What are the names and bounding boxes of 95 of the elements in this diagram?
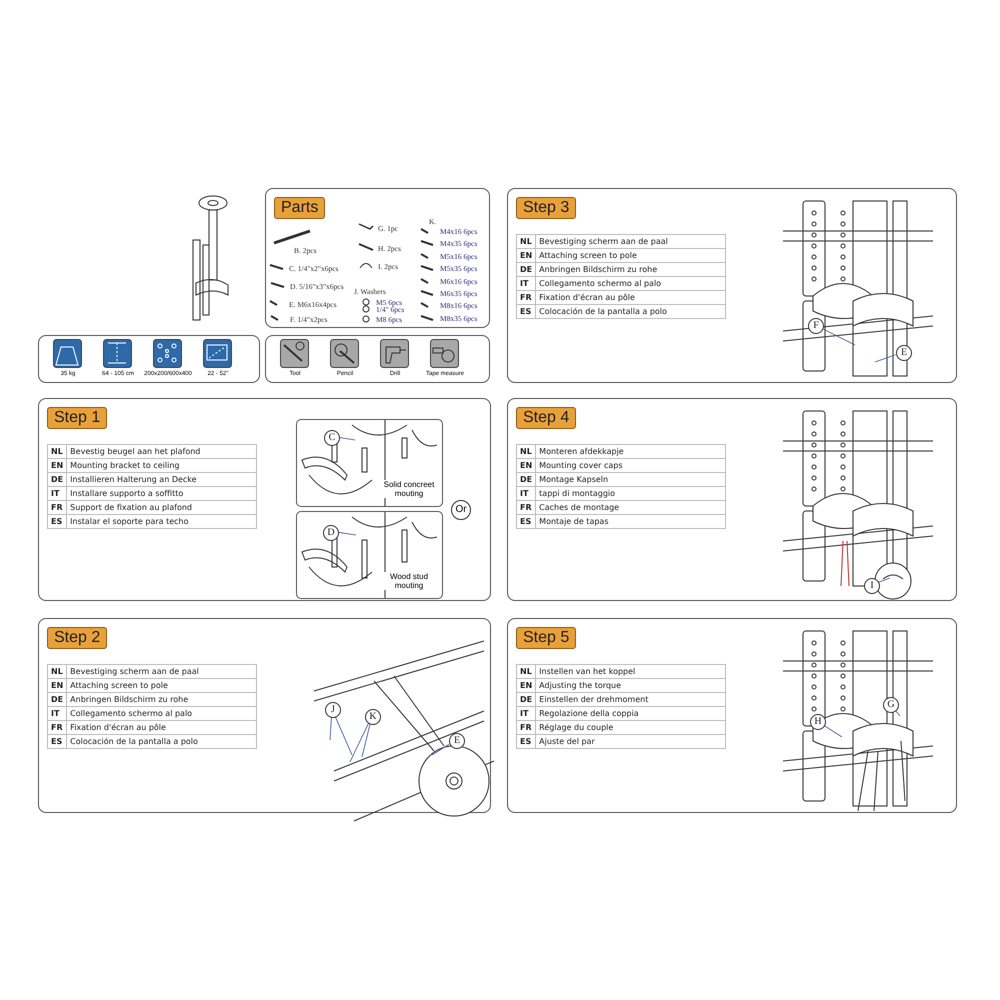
step-panel — [507, 618, 957, 813]
leader-line — [894, 710, 900, 716]
instruction-text: Fixation d'écran au pôle — [536, 290, 726, 304]
leader-line — [350, 722, 369, 762]
instruction-text: Montage Kapseln — [536, 472, 726, 486]
instruction-text: Bevestig beugel aan het plafond — [66, 444, 256, 458]
instruction-text: Installare supporto a soffitto — [66, 486, 256, 500]
step-panel — [507, 188, 957, 383]
instruction-text: Bevestiging scherm aan de paal — [66, 664, 256, 678]
leader-line — [878, 578, 890, 583]
instruction-text: Colocación de la pantalla a polo — [66, 734, 256, 748]
leader-line — [334, 716, 352, 756]
language-code: FR — [516, 720, 536, 734]
callout-letter: K — [365, 709, 381, 725]
language-code: NL — [516, 444, 536, 458]
step-heading: Step 3 — [516, 197, 576, 219]
instruction-text: Support de fixation au plafond — [66, 500, 256, 514]
instruction-text: Mounting bracket to ceiling — [66, 458, 256, 472]
callout-letter: H — [810, 714, 826, 730]
instruction-text: Anbringen Bildschirm zu rohe — [66, 692, 256, 706]
step-heading: Step 5 — [516, 627, 576, 649]
language-code: FR — [48, 720, 67, 734]
language-code: ES — [516, 304, 536, 318]
instruction-text: Instellen van het koppel — [536, 664, 726, 678]
leader-line — [330, 716, 332, 740]
leader-line — [432, 744, 450, 756]
callout-letter: C — [324, 430, 340, 446]
language-code: FR — [516, 500, 536, 514]
instruction-text: Attaching screen to pole — [66, 678, 256, 692]
language-code: IT — [516, 276, 536, 290]
language-code: NL — [516, 234, 536, 248]
language-code: IT — [516, 486, 536, 500]
instruction-text: Regolazione della coppia — [536, 706, 726, 720]
instruction-text: Collegamento schermo al palo — [66, 706, 256, 720]
caption-text: Solid concreet mouting — [382, 480, 436, 498]
language-code: NL — [48, 444, 67, 458]
language-code: DE — [516, 472, 536, 486]
leader-line — [822, 328, 856, 346]
language-code: DE — [48, 472, 67, 486]
instruction-text: Installieren Halterung an Decke — [66, 472, 256, 486]
language-code: NL — [516, 664, 536, 678]
leader-line — [823, 724, 842, 738]
or-badge: Or — [451, 500, 471, 520]
language-code: DE — [48, 692, 67, 706]
leader-line — [362, 723, 370, 758]
step-heading: Step 2 — [47, 627, 108, 649]
language-code: EN — [48, 458, 67, 472]
instruction-text: Adjusting the torque — [536, 678, 726, 692]
language-code: IT — [48, 706, 67, 720]
language-code: FR — [48, 500, 67, 514]
language-code: DE — [516, 692, 536, 706]
language-code: FR — [516, 290, 536, 304]
step-heading: Step 1 — [47, 407, 108, 429]
callout-letter: E — [896, 345, 912, 361]
step-panel — [507, 398, 957, 601]
language-code: IT — [48, 486, 67, 500]
instruction-text: Attaching screen to pole — [536, 248, 726, 262]
instruction-text: tappi di montaggio — [536, 486, 726, 500]
language-code: EN — [516, 458, 536, 472]
language-code: ES — [516, 514, 536, 528]
instruction-text: Einstellen der drehmoment — [536, 692, 726, 706]
callout-letter: E — [449, 733, 465, 749]
leader-line — [874, 354, 896, 362]
language-code: IT — [516, 706, 536, 720]
instruction-text: Collegamento schermo al palo — [536, 276, 726, 290]
step-heading: Step 4 — [516, 407, 576, 429]
instruction-text: Anbringen Bildschirm zu rohe — [536, 262, 726, 276]
language-code: DE — [516, 262, 536, 276]
instruction-text: Fixation d'écran au pôle — [66, 720, 256, 734]
language-code: ES — [516, 734, 536, 748]
instruction-text: Colocación de la pantalla a polo — [536, 304, 726, 318]
instruction-text: Bevestiging scherm aan de paal — [536, 234, 726, 248]
language-code: EN — [516, 678, 536, 692]
instruction-text: Réglage du couple — [536, 720, 726, 734]
parts-heading: Parts — [274, 197, 326, 219]
instruction-text: Monteren afdekkapje — [536, 444, 726, 458]
language-code: EN — [48, 678, 67, 692]
instruction-text: Ajuste del par — [536, 734, 726, 748]
language-code: ES — [48, 734, 67, 748]
parts-panel — [265, 188, 490, 328]
callout-letter: I — [864, 578, 880, 594]
language-code: ES — [48, 514, 67, 528]
step-panel — [38, 398, 491, 601]
instruction-text: Montaje de tapas — [536, 514, 726, 528]
callout-letter: D — [323, 525, 339, 541]
leader-line — [336, 532, 356, 536]
instruction-text: Caches de montage — [536, 500, 726, 514]
callout-letter: G — [883, 697, 899, 713]
language-code: NL — [48, 664, 67, 678]
instruction-text: Instalar el soporte para techo — [66, 514, 256, 528]
leader-line — [338, 436, 356, 440]
language-code: EN — [516, 248, 536, 262]
callout-letter: F — [808, 318, 824, 334]
callout-letter: J — [325, 702, 341, 718]
instruction-text: Mounting cover caps — [536, 458, 726, 472]
